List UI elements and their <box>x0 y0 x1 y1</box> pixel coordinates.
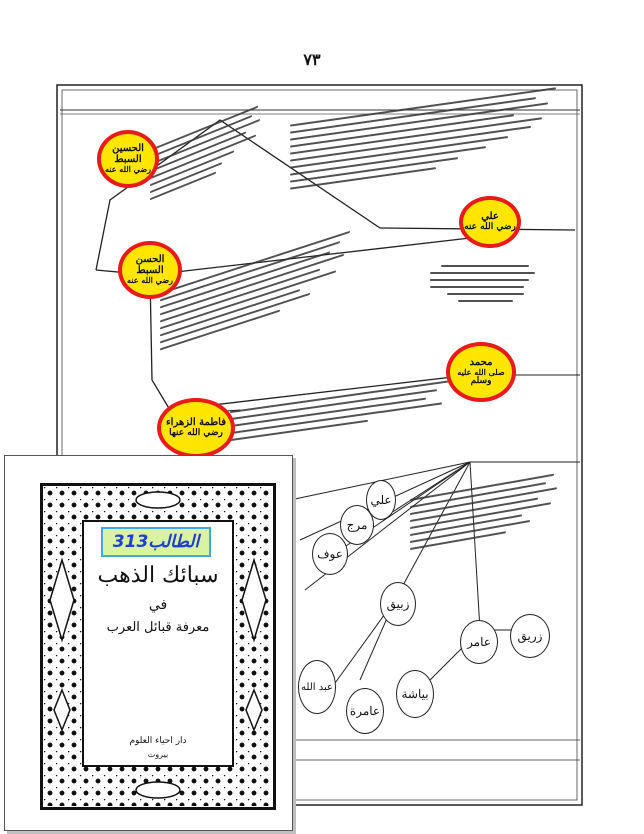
oval-awf: عوف <box>312 533 348 575</box>
cover-publisher: دار احياء العلوم <box>129 736 187 746</box>
cover-stamp-badge: الطالب313 <box>101 527 211 557</box>
ali-line-2: رضي الله عنه <box>464 221 516 232</box>
oval-abdullah: عبد الله <box>298 660 336 714</box>
oval-zuriq: زريق <box>510 614 550 658</box>
oval-maraj: مرج <box>340 505 374 545</box>
page-number: ٧٣ <box>303 50 321 69</box>
ali-line-1: علي <box>481 211 499 223</box>
highlight-fatima: فاطمة الزهراء رضي الله عنها <box>157 398 235 458</box>
highlight-muhammad: محمد صلى الله عليه وسلم <box>446 342 516 402</box>
cover-fi: في <box>148 597 168 613</box>
muhammad-line-2: صلى الله عليه <box>457 367 505 378</box>
fatima-line-1: فاطمة الزهراء <box>165 417 227 429</box>
fatima-line-2: رضي الله عنها <box>169 427 223 438</box>
oval-zabiq: زبيق <box>380 582 416 626</box>
oval-ali-branch: علي <box>366 480 396 520</box>
oval-amira: عامرة <box>346 688 384 734</box>
cover-subtitle: معرفة قبائل العرب <box>106 620 210 635</box>
husayn-line-1: الحسين <box>112 143 144 155</box>
cover-title: سبائك الذهب <box>97 563 219 588</box>
highlight-ali: علي رضي الله عنه <box>459 196 521 248</box>
cover-city: بيروت <box>147 750 169 759</box>
muhammad-line-3: وسلم <box>470 375 492 386</box>
hasan-line-3: رضي الله عنه <box>127 275 173 286</box>
oval-amir: عامر <box>460 620 498 664</box>
husayn-line-2: السبط <box>114 153 142 165</box>
script-block-center <box>430 260 540 345</box>
hasan-line-1: الحسن <box>135 254 165 266</box>
hasan-line-2: السبط <box>136 264 164 276</box>
muhammad-line-1: محمد <box>469 356 493 368</box>
oval-bayasha: بياشة <box>396 670 434 718</box>
cover-title-panel <box>82 520 234 767</box>
husayn-line-3: رضي الله عنه <box>105 164 151 175</box>
highlight-husayn: الحسين السبط رضي الله عنه <box>97 130 159 188</box>
highlight-hasan: الحسن السبط رضي الله عنه <box>118 241 182 299</box>
